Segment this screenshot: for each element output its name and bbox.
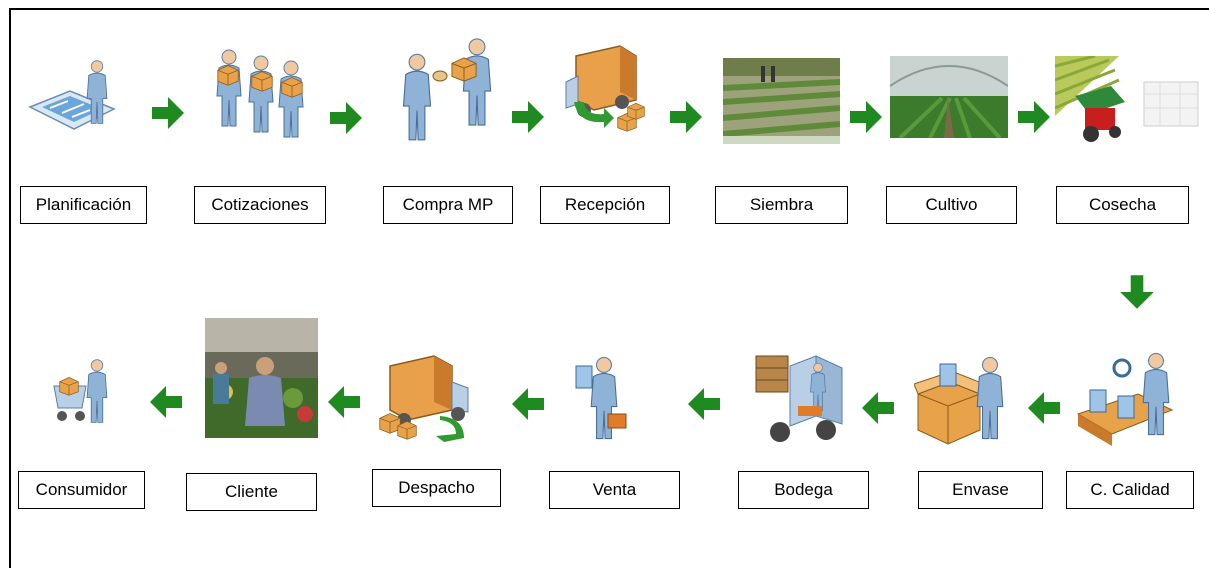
arrow-right-icon: [152, 97, 184, 129]
step-label-cosecha: Cosecha: [1056, 186, 1189, 224]
quality-control-icon: [1076, 352, 1174, 446]
step-label-bodega: Bodega: [738, 471, 869, 509]
step-label-cotizaciones: Cotizaciones: [194, 186, 326, 224]
step-label-siembra: Siembra: [715, 186, 848, 224]
arrow-right-icon: [512, 101, 544, 133]
step-label-despacho: Despacho: [372, 469, 501, 507]
crate-icon: [1143, 81, 1199, 127]
sales-icon: [575, 356, 627, 440]
harvest-icon: [1055, 56, 1125, 142]
step-label-compra: Compra MP: [383, 186, 513, 224]
arrow-right-icon: [850, 101, 882, 133]
step-label-envase: Envase: [918, 471, 1043, 509]
arrow-left-icon: [150, 386, 182, 418]
step-label-venta: Venta: [549, 471, 680, 509]
step-label-cliente: Cliente: [186, 473, 317, 511]
purchase-icon: [402, 38, 492, 141]
arrow-left-icon: [328, 386, 360, 418]
arrow-right-icon: [330, 102, 362, 134]
greenhouse-photo: [890, 56, 1008, 138]
consumer-cart-icon: [53, 359, 108, 423]
arrow-down-icon: [1120, 275, 1154, 309]
reception-truck-icon: [565, 45, 645, 132]
warehouse-forklift-icon: [755, 355, 843, 442]
step-label-cultivo: Cultivo: [886, 186, 1017, 224]
arrow-left-icon: [862, 392, 894, 424]
planning-icon: [28, 60, 116, 130]
step-label-planificacion: Planificación: [20, 186, 147, 224]
arrow-left-icon: [688, 388, 720, 420]
packaging-icon: [914, 356, 1004, 445]
arrow-right-icon: [1018, 101, 1050, 133]
arrow-left-icon: [1028, 392, 1060, 424]
arrow-left-icon: [512, 388, 544, 420]
quotations-icon: [216, 49, 304, 138]
dispatch-truck-icon: [379, 355, 469, 442]
market-customer-photo: [205, 318, 318, 438]
sowing-photo: [723, 58, 840, 144]
step-label-consumidor: Consumidor: [18, 471, 145, 509]
arrow-right-icon: [670, 101, 702, 133]
step-label-calidad: C. Calidad: [1066, 471, 1194, 509]
diagram-frame: [9, 8, 1209, 568]
step-label-recepcion: Recepción: [540, 186, 670, 224]
